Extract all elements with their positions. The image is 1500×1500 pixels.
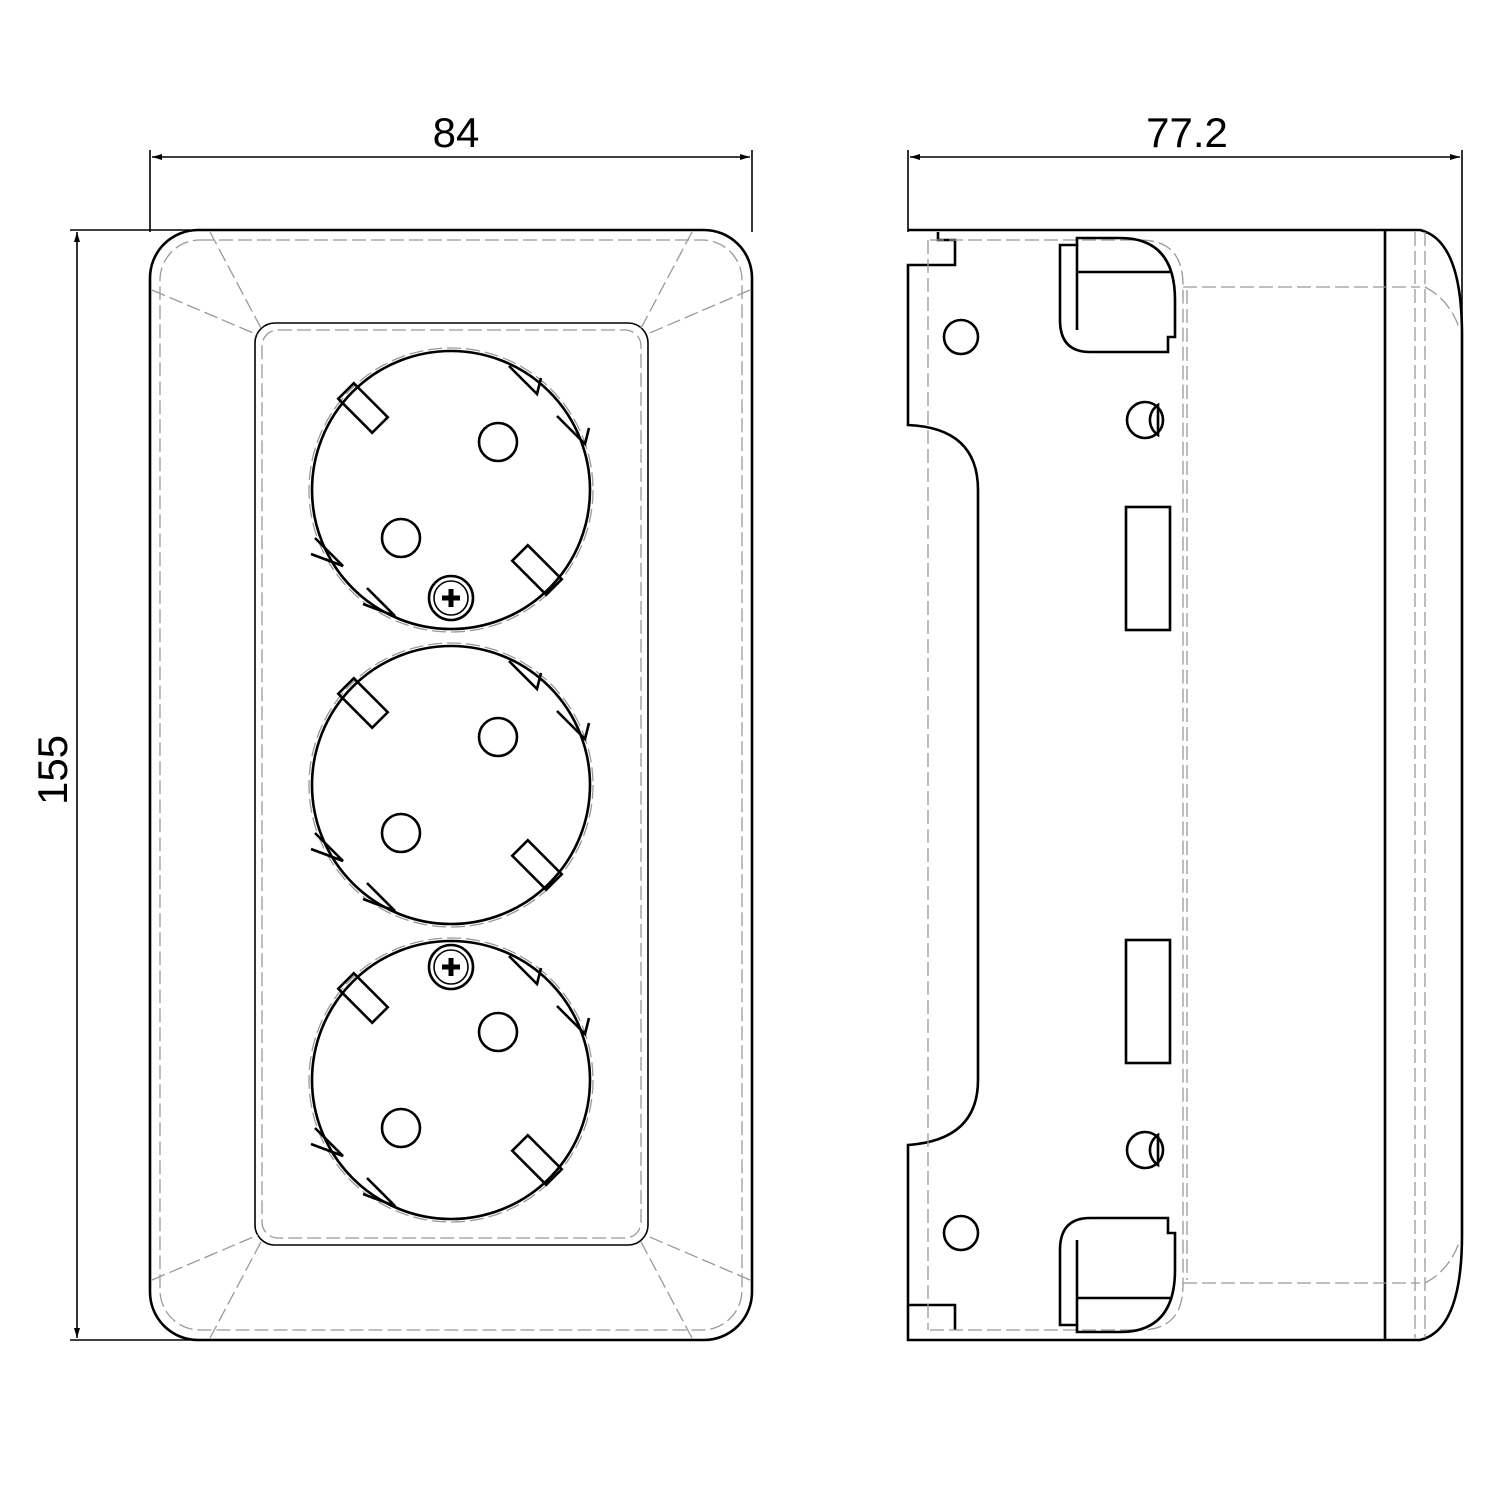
latch-top xyxy=(1125,400,1165,440)
socket xyxy=(308,642,594,928)
notch xyxy=(362,1177,396,1208)
pin-hole xyxy=(380,1107,422,1149)
latch-bottom xyxy=(1125,1130,1165,1170)
pin-hole xyxy=(380,517,422,559)
notch xyxy=(556,710,591,742)
earth-contact xyxy=(510,1133,564,1187)
notch xyxy=(310,1127,344,1158)
clip-bottom xyxy=(1058,1216,1177,1334)
notch xyxy=(556,415,591,447)
pin-hole xyxy=(477,716,519,758)
notch xyxy=(508,955,543,987)
clip-top xyxy=(1058,236,1177,354)
notch xyxy=(508,660,543,692)
earth-contact xyxy=(510,543,564,597)
socket-outline xyxy=(310,939,592,1221)
dimension-depth: 77.2 xyxy=(907,109,1463,330)
socket xyxy=(308,937,594,1223)
frame-outline xyxy=(148,228,754,1342)
pin-hole xyxy=(477,1011,519,1053)
sockets xyxy=(308,347,594,1223)
socket xyxy=(308,347,594,633)
dimension-depth-label: 77.2 xyxy=(1146,109,1228,156)
screw-icon xyxy=(427,943,475,991)
earth-contact xyxy=(510,838,564,892)
screw-icon xyxy=(427,574,475,622)
socket-outline xyxy=(310,644,592,926)
mounting-hole xyxy=(942,318,980,356)
earth-contact xyxy=(336,676,390,730)
mounting-hole xyxy=(942,1214,980,1252)
notch xyxy=(508,365,543,397)
dimension-height: 155 xyxy=(29,229,190,1341)
earth-contact xyxy=(336,381,390,435)
socket-insert xyxy=(254,322,649,1246)
front-view xyxy=(148,228,754,1342)
dimension-height-label: 155 xyxy=(29,735,76,805)
pin-hole xyxy=(477,421,519,463)
notch xyxy=(310,832,344,863)
notch xyxy=(362,882,396,913)
notch xyxy=(362,587,396,618)
side-view xyxy=(906,228,1464,1342)
side-outline xyxy=(906,228,1464,1342)
earth-contact xyxy=(336,971,390,1025)
slot xyxy=(1124,938,1172,1065)
dimension-width-label: 84 xyxy=(433,109,480,156)
notch xyxy=(556,1005,591,1037)
pin-hole xyxy=(380,812,422,854)
slot xyxy=(1124,505,1172,632)
dimension-width: 84 xyxy=(149,109,753,232)
notch xyxy=(310,537,344,568)
socket-outline xyxy=(310,349,592,631)
